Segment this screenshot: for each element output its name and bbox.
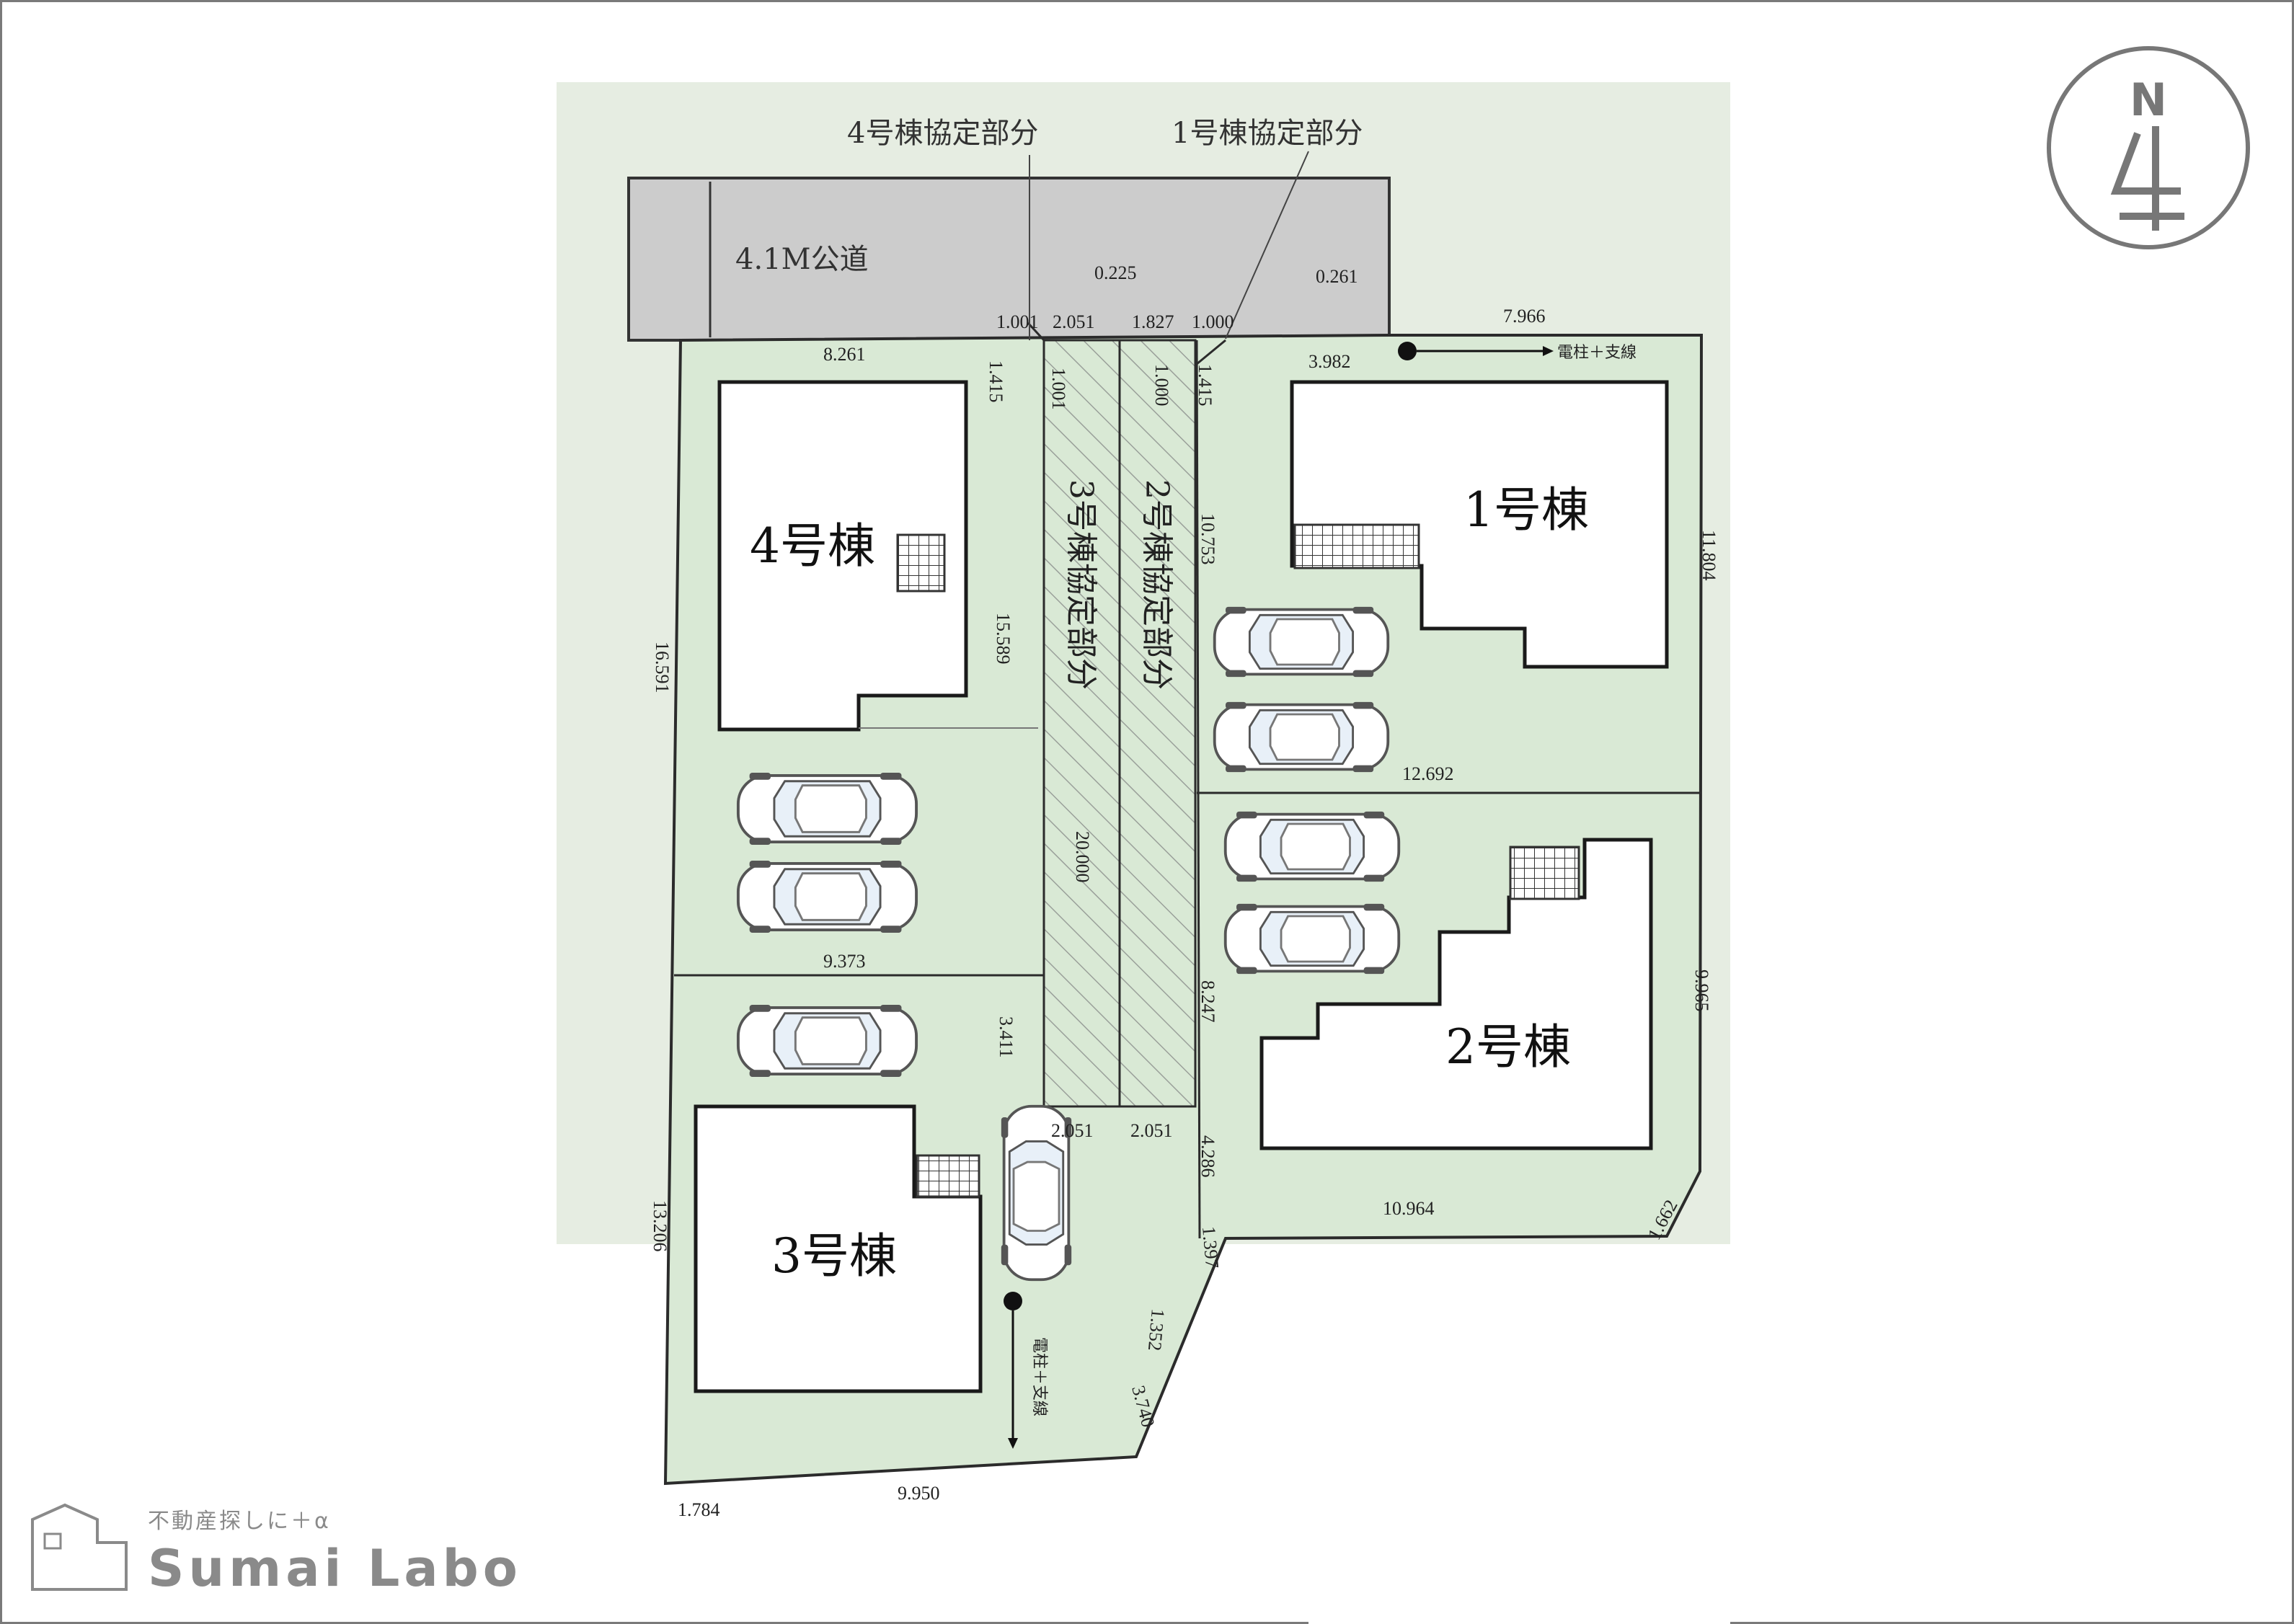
dim-label: 1.352 — [1144, 1308, 1169, 1352]
dim-label: 13.206 — [650, 1200, 670, 1252]
car-icon — [1223, 809, 1401, 884]
leader-line-1 — [1225, 151, 1309, 340]
dim-label: 1.827 — [1132, 311, 1174, 332]
arrow-head-icon — [1543, 346, 1554, 356]
agreement-label-1: 1号棟協定部分 — [1172, 117, 1363, 150]
dim-label: 3.982 — [1308, 351, 1351, 372]
compass-circle — [2047, 46, 2250, 249]
dim-label: 1.415 — [986, 360, 1006, 403]
car-icon — [736, 859, 918, 934]
dim-label: 9.950 — [898, 1483, 940, 1504]
agreement-strip-2 — [1118, 339, 1197, 1108]
agreement-vertical-2: 2号棟協定部分 — [1138, 479, 1175, 690]
building-1-label: 1号棟 — [1463, 482, 1589, 538]
building-4-entry — [896, 533, 946, 593]
dim-label: 15.589 — [993, 613, 1014, 665]
car-icon — [736, 1003, 918, 1078]
car-icon — [1213, 605, 1390, 679]
svg-text:2号棟協定部分: 2号棟協定部分 — [1138, 479, 1175, 690]
dim-label: 9.965 — [1691, 969, 1712, 1012]
arrow-head-icon — [1008, 1438, 1018, 1449]
building-3-label: 3号棟 — [771, 1228, 897, 1284]
utility-pole-icon — [1004, 1292, 1022, 1310]
svg-text:3号棟協定部分: 3号棟協定部分 — [1063, 479, 1099, 690]
dim-label: 1.397 — [1198, 1225, 1223, 1269]
utility-pole-icon — [1398, 342, 1417, 360]
dim-label: 1.001 — [1048, 368, 1069, 410]
dim-label: 3.411 — [996, 1016, 1017, 1058]
building-1-entry — [1293, 523, 1420, 569]
pole-label-north: 電柱＋支線 — [1557, 344, 1637, 362]
dim-label: 1.784 — [678, 1499, 720, 1520]
road-label: 4.1M公道 — [735, 243, 869, 276]
north-arrow-icon — [2110, 126, 2184, 231]
dim-label: 16.591 — [652, 642, 673, 693]
house-logo-icon — [31, 1503, 128, 1591]
public-road — [627, 177, 1391, 342]
dim-label: 1.001 — [996, 311, 1039, 332]
agreement-vertical-3: 3号棟協定部分 — [1063, 479, 1099, 690]
corner-cut-left — [1027, 321, 1045, 342]
dim-label: 4.286 — [1197, 1135, 1218, 1178]
lot-line-east — [1195, 340, 1201, 1239]
dim-label: 12.692 — [1402, 763, 1454, 784]
dim-label: 1.415 — [1195, 364, 1215, 407]
pole-label-south: 電柱＋支線 — [1030, 1337, 1048, 1416]
north-compass: N — [2047, 46, 2250, 249]
dim-label: 10.964 — [1383, 1198, 1435, 1219]
building-2-label: 2号棟 — [1445, 1019, 1571, 1075]
dim-label: 0.261 — [1316, 266, 1358, 287]
brand-name: Sumai Labo — [148, 1539, 522, 1598]
compass-letter: N — [2130, 74, 2167, 126]
car-icon — [736, 771, 918, 846]
building-3 — [694, 1104, 983, 1393]
agreement-label-4: 4号棟協定部分 — [847, 117, 1038, 150]
building-3-entry — [916, 1154, 980, 1198]
corner-cut-right — [1196, 339, 1226, 365]
building-4 — [717, 380, 968, 732]
building-4-label: 4号棟 — [750, 518, 875, 574]
dim-label: 20.000 — [1072, 831, 1093, 883]
dim-label: 0.225 — [1094, 262, 1137, 283]
dim-label: 11.804 — [1699, 530, 1719, 581]
dim-label: 7.966 — [1503, 306, 1546, 327]
dim-label: 1.000 — [1192, 311, 1234, 332]
dim-label: 8.261 — [823, 344, 866, 365]
agreement-strip-3 — [1042, 339, 1121, 1108]
dim-label: 10.753 — [1197, 513, 1218, 565]
dim-label: 2.051 — [1053, 311, 1095, 332]
plan-cutout — [1308, 1251, 1730, 1624]
dim-label: 2.051 — [1130, 1120, 1173, 1141]
dim-label: 9.373 — [823, 951, 866, 972]
dim-label: 2.051 — [1051, 1120, 1094, 1141]
car-icon — [1213, 700, 1390, 774]
building-2 — [1259, 838, 1653, 1150]
car-icon — [1223, 902, 1401, 976]
dim-label: 8.247 — [1197, 980, 1218, 1023]
brand-tagline: 不動産探しに＋α — [148, 1509, 331, 1534]
building-2-entry — [1509, 846, 1580, 900]
dim-label: 1.000 — [1151, 364, 1172, 407]
